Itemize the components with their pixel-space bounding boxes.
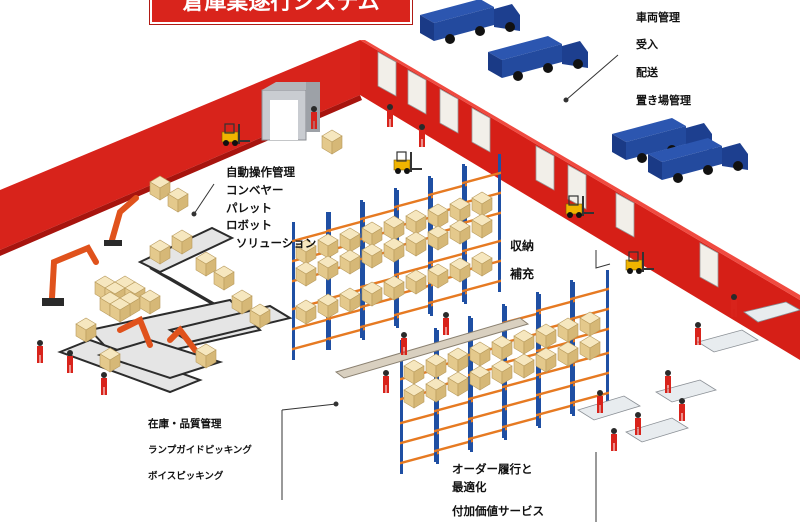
label-automation-control: 自動操作管理 [226, 165, 295, 179]
label-inventory-quality: 在庫・品質管理 [148, 418, 222, 430]
label-storage: 収納 [510, 239, 535, 253]
label-vehicle-management: 車両管理 [636, 11, 680, 24]
label-optimization: 最適化 [452, 480, 487, 494]
label-voice-picking: ボイスピッキング [148, 471, 224, 482]
label-solution: ソリューション [236, 236, 317, 250]
label-shipping: 配送 [636, 66, 658, 79]
label-value-added-services: 付加価値サービス [452, 504, 544, 518]
label-robot: ロボット [226, 218, 272, 232]
label-conveyor: コンベヤー [226, 183, 284, 197]
label-order-fulfillment: オーダー履行と [452, 462, 533, 476]
label-pallet: パレット [226, 201, 272, 215]
label-replenishment: 補充 [510, 267, 535, 281]
system-title: 倉庫業遂行システム [150, 0, 412, 24]
label-yard-management: 置き場管理 [636, 94, 691, 107]
label-lamp-guided-picking: ランプガイドピッキング [148, 445, 252, 456]
label-receiving: 受入 [636, 38, 658, 51]
